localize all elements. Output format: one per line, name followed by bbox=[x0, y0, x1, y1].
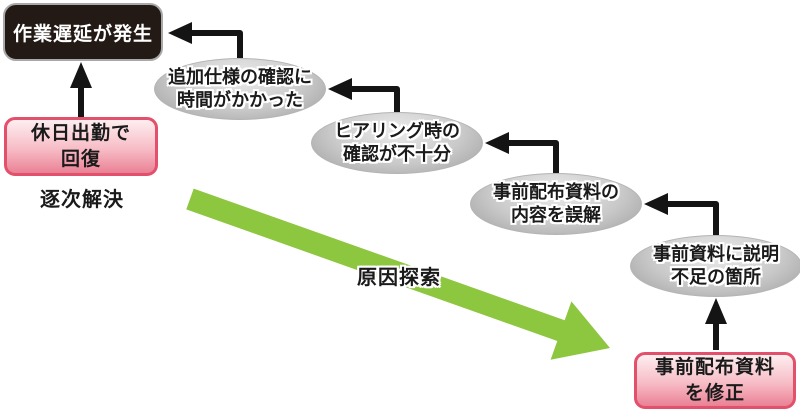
cause-ellipse-4: 事前資料に説明 不足の箇所 bbox=[630, 235, 800, 297]
cause-2-line2: 確認が不十分 bbox=[343, 144, 451, 164]
arrowhead-cause1-to-problem bbox=[168, 22, 192, 44]
connector-cause3-to-cause2 bbox=[509, 140, 559, 173]
arrowhead-cause3-to-cause2 bbox=[485, 132, 509, 154]
cause-search-arrow bbox=[186, 188, 611, 360]
fix-box-line1: 事前配布資料 bbox=[654, 356, 775, 378]
fix-box: 事前配布資料 を修正 bbox=[634, 352, 796, 409]
arrowhead-recovery-to-problem bbox=[70, 62, 92, 88]
cause-ellipse-3: 事前配布資料の 内容を誤解 bbox=[470, 173, 642, 235]
connector-cause1-to-problem bbox=[192, 30, 243, 58]
recovery-box-line2: 回復 bbox=[60, 148, 101, 170]
cause-ellipse-2: ヒアリング時の 確認が不十分 bbox=[311, 112, 483, 174]
fix-box-line2: を修正 bbox=[684, 382, 745, 404]
cause-2-line1: ヒアリング時の bbox=[334, 121, 460, 141]
cause-1-line2: 時間がかかった bbox=[177, 90, 303, 110]
recovery-box-line1: 休日出勤で bbox=[30, 122, 131, 144]
problem-box-label: 作業遅延が発生 bbox=[12, 23, 153, 45]
problem-box: 作業遅延が発生 bbox=[3, 3, 163, 61]
arrowhead-cause4-to-cause3 bbox=[644, 193, 668, 215]
cause-4-line2: 不足の箇所 bbox=[671, 267, 761, 287]
connector-cause4-to-cause3 bbox=[668, 201, 719, 235]
cause-3-line2: 内容を誤解 bbox=[511, 205, 601, 225]
cause-ellipse-1: 追加仕様の確認に 時間がかかった bbox=[154, 58, 326, 120]
sequential-solution-label: 逐次解決 bbox=[40, 189, 124, 211]
cause-4-line1: 事前資料に説明 bbox=[653, 244, 779, 264]
cause-3-line1: 事前配布資料の bbox=[493, 182, 619, 202]
arrowhead-fix-to-cause4 bbox=[705, 298, 727, 324]
cause-1-line1: 追加仕様の確認に bbox=[168, 67, 312, 87]
arrowhead-cause2-to-cause1 bbox=[328, 78, 352, 100]
cause-search-label: 原因探索 bbox=[357, 267, 441, 289]
recovery-box: 休日出勤で 回復 bbox=[4, 117, 158, 176]
connector-cause2-to-cause1 bbox=[352, 86, 400, 112]
